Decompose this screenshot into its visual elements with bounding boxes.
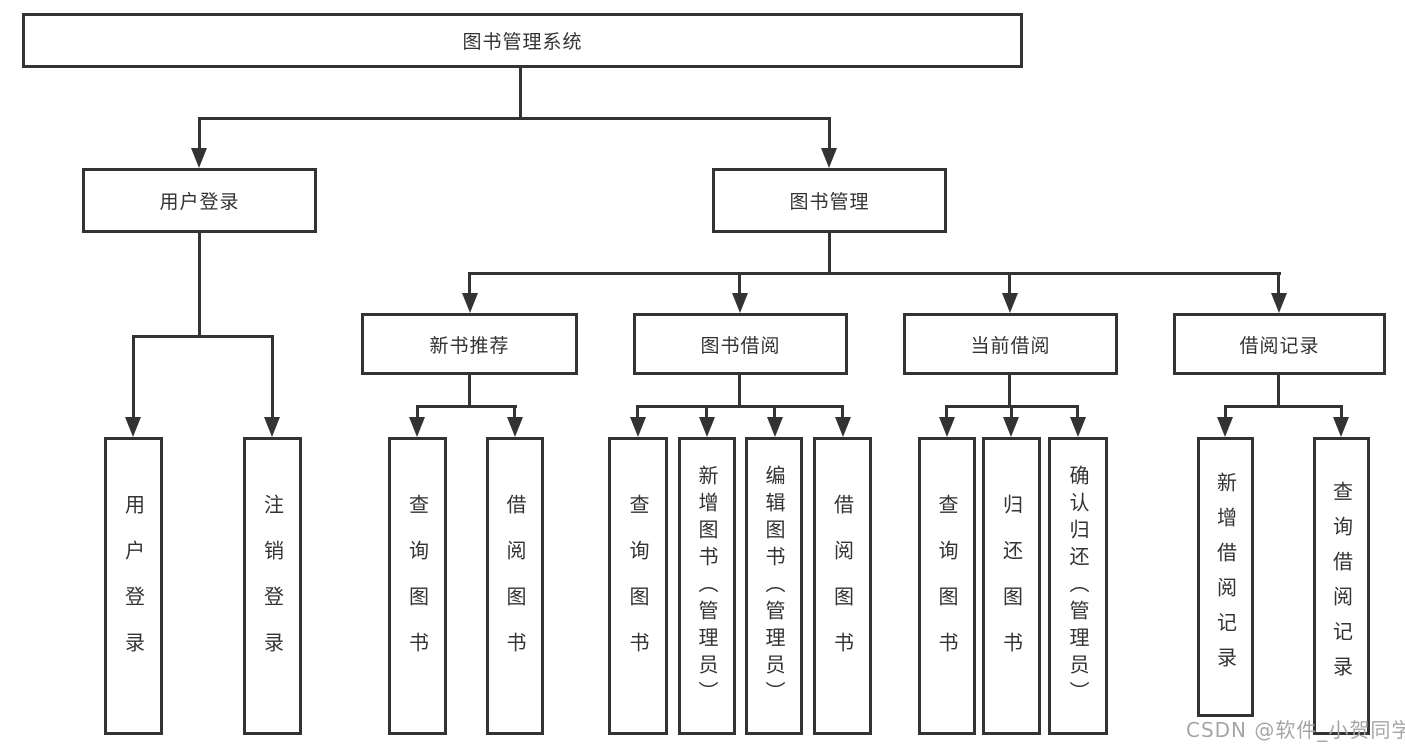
connector-leaf-add-book-drop — [705, 408, 708, 419]
node-leaf-query-book-3: 查询图书 — [918, 437, 976, 735]
leaf-label: 归还图书 — [999, 494, 1024, 678]
node-user-login: 用户登录 — [82, 168, 317, 233]
arrow-book-mgmt — [821, 148, 837, 168]
node-current-borrowing: 当前借阅 — [903, 313, 1118, 375]
connector-book-borrow-stem — [738, 375, 741, 405]
connector-leaf-logout-drop — [271, 338, 274, 419]
connector-leaf-edit-book-drop — [773, 408, 776, 419]
connector-leaf-confirm-return-drop — [1076, 408, 1079, 419]
connector-current-borrow-group-bar — [945, 405, 1079, 408]
connector-leaf-query-book-2-drop — [636, 408, 639, 419]
leaf-label: 借阅图书 — [503, 494, 527, 678]
arrow-leaf-return-book — [1003, 417, 1019, 437]
connector-new-book-rec-drop — [468, 275, 471, 295]
connector-user-login-stem — [198, 233, 201, 335]
connector-leaf-borrow-book-1-drop — [513, 408, 516, 419]
arrow-leaf-confirm-return — [1070, 417, 1086, 437]
arrow-leaf-logout — [264, 417, 280, 437]
connector-user-login-group-bar — [132, 335, 274, 338]
connector-book-mgmt-stem — [828, 233, 831, 272]
leaf-label: 注销登录 — [260, 494, 285, 678]
node-book-borrowing: 图书借阅 — [633, 313, 848, 375]
arrow-current-borrow — [1002, 293, 1018, 313]
connector-book-borrow-drop — [738, 275, 741, 295]
connector-leaf-borrow-book-2-drop — [841, 408, 844, 419]
connector-leaf-return-book-drop — [1010, 408, 1013, 419]
node-root-system: 图书管理系统 — [22, 13, 1023, 68]
node-leaf-add-borrow-record: 新增借阅记录 — [1197, 437, 1254, 717]
arrow-user-login — [191, 148, 207, 168]
leaf-label: 编辑图书（管理员） — [762, 464, 786, 708]
leaf-label: 新增图书（管理员） — [695, 464, 719, 708]
arrow-leaf-query-record — [1333, 417, 1349, 437]
node-leaf-add-book-admin: 新增图书（管理员） — [678, 437, 736, 735]
leaf-label: 查询借阅记录 — [1329, 481, 1354, 691]
connector-borrow-record-stem — [1277, 375, 1280, 405]
arrow-leaf-query-book-3 — [939, 417, 955, 437]
leaf-label: 新增借阅记录 — [1213, 472, 1238, 682]
connector-new-book-rec-group-bar — [416, 405, 517, 408]
node-leaf-return-book: 归还图书 — [982, 437, 1041, 735]
connector-leaf-add-record-drop — [1224, 408, 1227, 419]
connector-book-borrow-group-bar — [636, 405, 844, 408]
leaf-label: 借阅图书 — [830, 494, 855, 678]
connector-leaf-query-book-3-drop — [945, 408, 948, 419]
leaf-label: 查询图书 — [405, 494, 430, 678]
node-leaf-query-book-1: 查询图书 — [388, 437, 447, 735]
connector-level2-bar — [198, 117, 831, 120]
arrow-leaf-borrow-book-1 — [507, 417, 523, 437]
arrow-book-borrow — [732, 293, 748, 313]
leaf-label: 用户登录 — [121, 494, 146, 678]
node-leaf-query-borrow-record: 查询借阅记录 — [1313, 437, 1370, 735]
node-leaf-borrow-book-2: 借阅图书 — [813, 437, 872, 735]
connector-user-login-drop — [198, 120, 201, 150]
node-leaf-query-book-2: 查询图书 — [608, 437, 668, 735]
node-leaf-user-login: 用户登录 — [104, 437, 163, 735]
leaf-label: 查询图书 — [935, 494, 959, 678]
connector-leaf-query-record-drop — [1340, 408, 1343, 419]
arrow-leaf-query-book-1 — [409, 417, 425, 437]
node-new-book-recommendation: 新书推荐 — [361, 313, 578, 375]
arrow-leaf-user-login — [125, 417, 141, 437]
connector-leaf-user-login-drop — [132, 338, 135, 419]
connector-book-mgmt-drop — [828, 120, 831, 150]
arrow-borrow-record — [1271, 293, 1287, 313]
arrow-leaf-add-book — [699, 417, 715, 437]
arrow-leaf-borrow-book-2 — [835, 417, 851, 437]
connector-new-book-rec-stem — [468, 375, 471, 405]
connector-leaf-query-book-1-drop — [416, 408, 419, 419]
node-book-management: 图书管理 — [712, 168, 947, 233]
csdn-watermark: CSDN @软件_小贺同学 — [1186, 718, 1405, 742]
node-leaf-borrow-book-1: 借阅图书 — [486, 437, 544, 735]
node-borrowing-records: 借阅记录 — [1173, 313, 1386, 375]
node-leaf-edit-book-admin: 编辑图书（管理员） — [745, 437, 803, 735]
leaf-label: 确认归还（管理员） — [1066, 464, 1090, 708]
arrow-leaf-add-record — [1217, 417, 1233, 437]
arrow-new-book-rec — [462, 293, 478, 313]
connector-current-borrow-drop — [1008, 275, 1011, 295]
arrow-leaf-query-book-2 — [630, 417, 646, 437]
connector-borrow-record-drop — [1277, 275, 1280, 295]
connector-root-stem — [519, 68, 522, 120]
arrow-leaf-edit-book — [767, 417, 783, 437]
connector-current-borrow-stem — [1008, 375, 1011, 405]
connector-borrow-record-group-bar — [1224, 405, 1343, 408]
connector-level3-bar — [468, 272, 1281, 275]
node-leaf-logout: 注销登录 — [243, 437, 302, 735]
leaf-label: 查询图书 — [626, 494, 650, 678]
node-leaf-confirm-return-admin: 确认归还（管理员） — [1048, 437, 1108, 735]
